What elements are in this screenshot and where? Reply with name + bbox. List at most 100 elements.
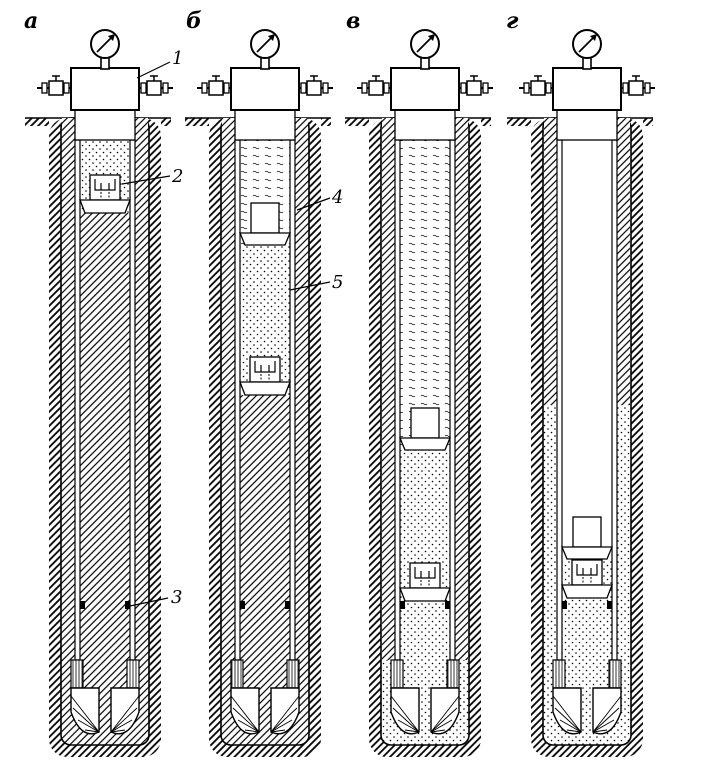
panel-a-cutter-right-line-3 — [110, 729, 126, 733]
panel-d-lower-plug-membrane — [576, 564, 598, 576]
panel-c-lower-plug-cup — [399, 587, 451, 602]
panel-d-upper-plug-body — [572, 516, 602, 548]
panel-b-upper-plug-body — [250, 202, 280, 234]
panel-b-gauge-needle — [256, 37, 272, 53]
panel-b-annulus-right-hatch — [295, 118, 308, 660]
panel-a-annulus-left-hatch — [62, 118, 75, 660]
panel-a-shoe-right — [126, 659, 140, 689]
panel-b-cementing-head — [230, 67, 300, 111]
panel-a-gauge-needle-tip — [108, 34, 115, 41]
panel-b-stop-ring-left — [240, 601, 245, 609]
panel-b-ground-right — [321, 118, 331, 126]
panel-a-casing-collar — [74, 107, 136, 141]
callout-1-leader — [136, 61, 171, 79]
panel-b-cutter-left-line-2 — [237, 719, 260, 733]
panel-a-valve-right-body — [146, 80, 162, 96]
panel-d-stop-ring-left — [562, 601, 567, 609]
panel-d-cutter-right-line-0 — [592, 695, 622, 733]
panel-a — [25, 29, 173, 757]
panel-b-shoe-right — [286, 659, 300, 689]
panel-a-lower-plug-membrane — [94, 179, 116, 191]
panel-c-shoe-right — [446, 659, 460, 689]
panel-c-cutter-left-line-3 — [404, 729, 420, 733]
panel-d-cutter-left-line-0 — [552, 695, 582, 733]
panel-d-casing-wall-right — [611, 139, 618, 661]
drawing-layer — [25, 29, 655, 757]
panel-d-annulus-left-hatch — [544, 118, 557, 405]
panel-b-casing-collar — [234, 107, 296, 141]
panel-b-lower-plug-channels — [260, 374, 270, 381]
callout-4: 4 — [331, 187, 343, 208]
panel-label-a: а — [24, 8, 38, 34]
panel-c-valve-left-body — [368, 80, 384, 96]
panel-b-upper-plug-cup — [239, 232, 291, 246]
callout-2: 2 — [171, 166, 183, 187]
panel-d-cutter-right-line-1 — [592, 707, 620, 733]
panel-a-cutter-right-line-0 — [110, 695, 140, 733]
panel-d-valve-left-body — [530, 80, 546, 96]
panel-c-stop-ring-right — [445, 601, 450, 609]
panel-c-valve-left-flange-outer — [361, 82, 368, 94]
panel-d-casing-fill-dots — [562, 585, 612, 688]
callout-3: 3 — [171, 587, 182, 608]
panel-b-cutter-left-line-1 — [232, 707, 260, 733]
panel-d-valve-right-body — [628, 80, 644, 96]
panel-c-cutter-right-line-0 — [430, 695, 460, 733]
panel-c-ground-left — [345, 118, 369, 126]
panel-d-cutter-left-line-3 — [566, 729, 582, 733]
panel-d-cementing-head — [552, 67, 622, 111]
panel-c-stop-ring-left — [400, 601, 405, 609]
panel-label-b: б — [186, 8, 202, 34]
panel-c-lower-plug-membrane — [414, 567, 436, 579]
panel-c-casing-wall-right — [449, 139, 456, 661]
panel-d-stop-ring-right — [607, 601, 612, 609]
panel-d-gauge-needle-tip — [590, 34, 597, 41]
panel-c-gauge-needle — [416, 37, 432, 53]
panel-d-valve-right-flange-inner — [622, 82, 629, 94]
panel-d-ground-right — [643, 118, 653, 126]
panel-d-cutter-left-line-1 — [554, 707, 582, 733]
panel-c-cutter-right-line-3 — [430, 729, 446, 733]
panel-c-casing-fill-waves — [400, 140, 450, 450]
panel-a-stop-ring-right — [125, 601, 130, 609]
panel-a-valve-right-flange-inner — [140, 82, 147, 94]
panel-d-valve-right-flange-outer — [644, 82, 651, 94]
panel-b-valve-right-flange-outer — [322, 82, 329, 94]
panel-b-stop-ring-right — [285, 601, 290, 609]
panel-label-d: г — [506, 8, 519, 34]
panel-b-valve-left-body — [208, 80, 224, 96]
panel-b-lower-plug-membrane — [254, 361, 276, 373]
panel-label-c: в — [346, 8, 360, 34]
panel-c-lower-plug-channels — [420, 580, 430, 587]
panel-c-annulus-left-hatch — [382, 118, 395, 660]
panel-c-cutter-right-line-1 — [430, 707, 458, 733]
panel-a-casing-wall-right — [129, 139, 136, 661]
panel-c-shoe-left — [390, 659, 404, 689]
panel-a-cementing-head — [70, 67, 140, 111]
panel-c-valve-left-flange-inner — [383, 82, 390, 94]
callout-2-leader — [121, 175, 171, 185]
panel-b-valve-right-body — [306, 80, 322, 96]
panel-c-cementing-head — [390, 67, 460, 111]
panel-d-annulus-right-hatch — [617, 118, 630, 405]
panel-a-valve-left-flange-inner — [63, 82, 70, 94]
panel-c-cutter-left-line-0 — [390, 695, 420, 733]
panel-b-cutter-left-line-0 — [230, 695, 260, 733]
panel-a-lower-plug-cup — [79, 199, 131, 214]
panel-a-ground-right — [161, 118, 171, 126]
panel-a-ground-left — [25, 118, 49, 126]
panel-c-cutter-left-line-1 — [392, 707, 420, 733]
panel-c-casing-collar — [394, 107, 456, 141]
panel-c-cutter-left-line-2 — [397, 719, 420, 733]
panel-d-ground-left — [507, 118, 531, 126]
panel-b — [185, 29, 333, 757]
panel-c-ground-right — [481, 118, 491, 126]
callout-3-leader — [129, 597, 169, 607]
panel-c-valve-right-body — [466, 80, 482, 96]
panel-b-lower-plug-cup — [239, 381, 291, 396]
panel-d-casing-wall-left — [556, 139, 563, 661]
panel-d-cutter-right-line-2 — [592, 719, 615, 733]
panel-c-upper-plug-body — [410, 407, 440, 439]
panel-a-casing-wall-left — [74, 139, 81, 661]
